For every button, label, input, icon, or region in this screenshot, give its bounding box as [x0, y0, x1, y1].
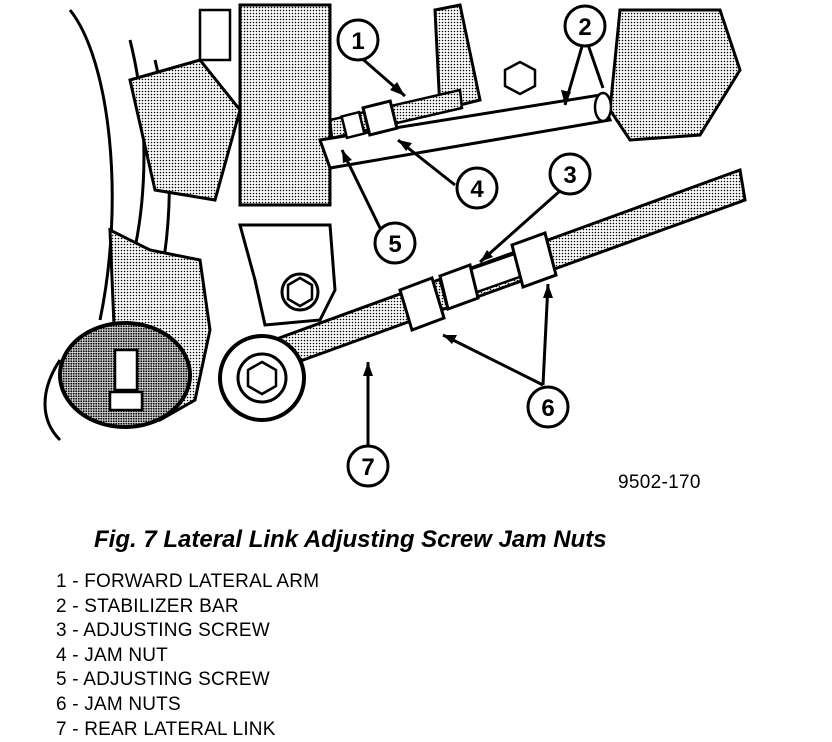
callout-2: 2: [563, 4, 607, 48]
svg-text:2: 2: [578, 14, 591, 41]
mounting-bracket: [238, 223, 337, 327]
callout-1: 1: [336, 18, 380, 62]
leader-arrowheads: [342, 82, 571, 376]
svg-text:3: 3: [563, 162, 576, 189]
callout-6: 6: [526, 385, 570, 429]
legend-item: 1 - FORWARD LATERAL ARM: [56, 571, 320, 592]
svg-text:7: 7: [361, 454, 374, 481]
figure-caption: Fig. 7 Lateral Link Adjusting Screw Jam …: [94, 526, 607, 553]
leader-lines: [340, 35, 605, 451]
svg-text:4: 4: [470, 176, 484, 203]
svg-text:6: 6: [541, 395, 554, 422]
legend-item: 7 - REAR LATERAL LINK: [56, 718, 276, 740]
figure-id: 9502-170: [618, 472, 701, 493]
suspension-diagram: 1 2 3 4 5 6 7: [43, 3, 747, 488]
callout-3: 3: [548, 152, 592, 196]
callout-5: 5: [373, 221, 417, 265]
frame-member: [433, 3, 742, 142]
callout-7: 7: [346, 444, 390, 488]
legend-item: 6 - JAM NUTS: [56, 693, 181, 715]
callout-4: 4: [455, 166, 499, 210]
legend-item: 2 - STABILIZER BAR: [56, 595, 239, 617]
rear-lateral-link: [218, 167, 747, 422]
svg-text:5: 5: [388, 231, 401, 258]
bushing-left: [58, 321, 192, 429]
legend-item: 5 - ADJUSTING SCREW: [56, 669, 270, 691]
legend-item: 4 - JAM NUT: [56, 644, 168, 666]
stabilizer-bar: [317, 91, 613, 170]
svg-text:1: 1: [351, 28, 364, 55]
legend-list: 1 - FORWARD LATERAL ARM 2 - STABILIZER B…: [56, 570, 319, 742]
legend-item: 3 - ADJUSTING SCREW: [56, 620, 270, 642]
forward-lateral-arm: [328, 88, 464, 140]
shock-absorber: [198, 3, 332, 207]
